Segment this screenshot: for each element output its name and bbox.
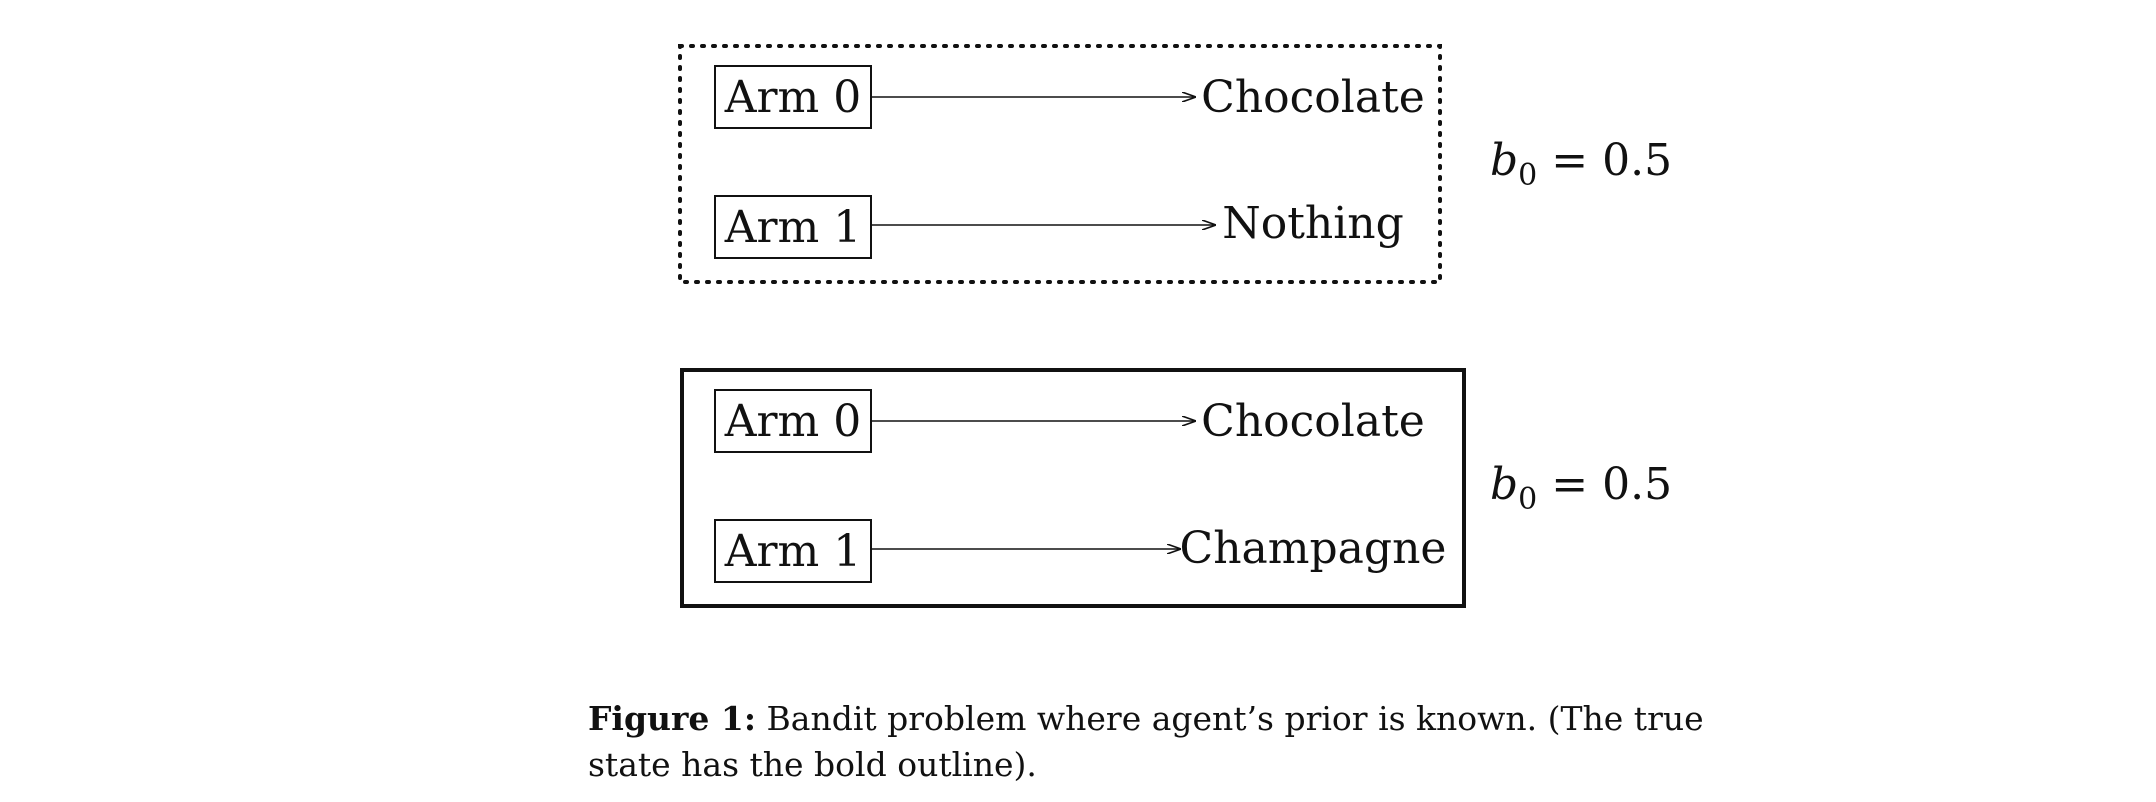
arm-label: Arm 0 xyxy=(724,72,862,123)
arm-box xyxy=(714,519,872,583)
arm-label: Arm 0 xyxy=(724,396,862,447)
belief-label: b0 = 0.5 xyxy=(1490,135,1672,193)
belief-subscript: 0 xyxy=(1518,482,1537,517)
arm-row: Arm 1 Champagne xyxy=(714,519,1447,583)
arm-row: Arm 1 Nothing xyxy=(714,195,1404,259)
belief-symbol: b xyxy=(1490,135,1518,186)
belief-label: b0 = 0.5 xyxy=(1490,459,1672,517)
figure-caption: Figure 1: Bandit problem where agent’s p… xyxy=(588,696,1748,788)
belief-equals: = xyxy=(1551,135,1588,186)
state-dotted: Arm 0 Chocolate Arm 1 Nothing b0 = 0.5 xyxy=(678,44,1672,284)
belief-value: 0.5 xyxy=(1602,135,1672,186)
state-bold-outline xyxy=(680,368,1466,608)
belief-subscript: 0 xyxy=(1518,158,1537,193)
state-dotted-outline xyxy=(678,44,1442,284)
arm-row: Arm 0 Chocolate xyxy=(714,65,1425,129)
outcome-label: Chocolate xyxy=(1201,396,1425,447)
outcome-label: Champagne xyxy=(1180,523,1447,574)
belief-symbol: b xyxy=(1490,459,1518,510)
arm-label: Arm 1 xyxy=(724,526,862,577)
arm-row: Arm 0 Chocolate xyxy=(714,389,1425,453)
belief-equals: = xyxy=(1551,459,1588,510)
state-bold: Arm 0 Chocolate Arm 1 Champagne b0 = 0.5 xyxy=(680,368,1672,608)
arm-box xyxy=(714,195,872,259)
caption-label: Figure 1: xyxy=(588,699,757,738)
arm-label: Arm 1 xyxy=(724,202,862,253)
caption-text: Bandit problem where agent’s prior is kn… xyxy=(588,699,1704,784)
outcome-label: Chocolate xyxy=(1201,72,1425,123)
belief-value: 0.5 xyxy=(1602,459,1672,510)
outcome-label: Nothing xyxy=(1222,198,1404,249)
